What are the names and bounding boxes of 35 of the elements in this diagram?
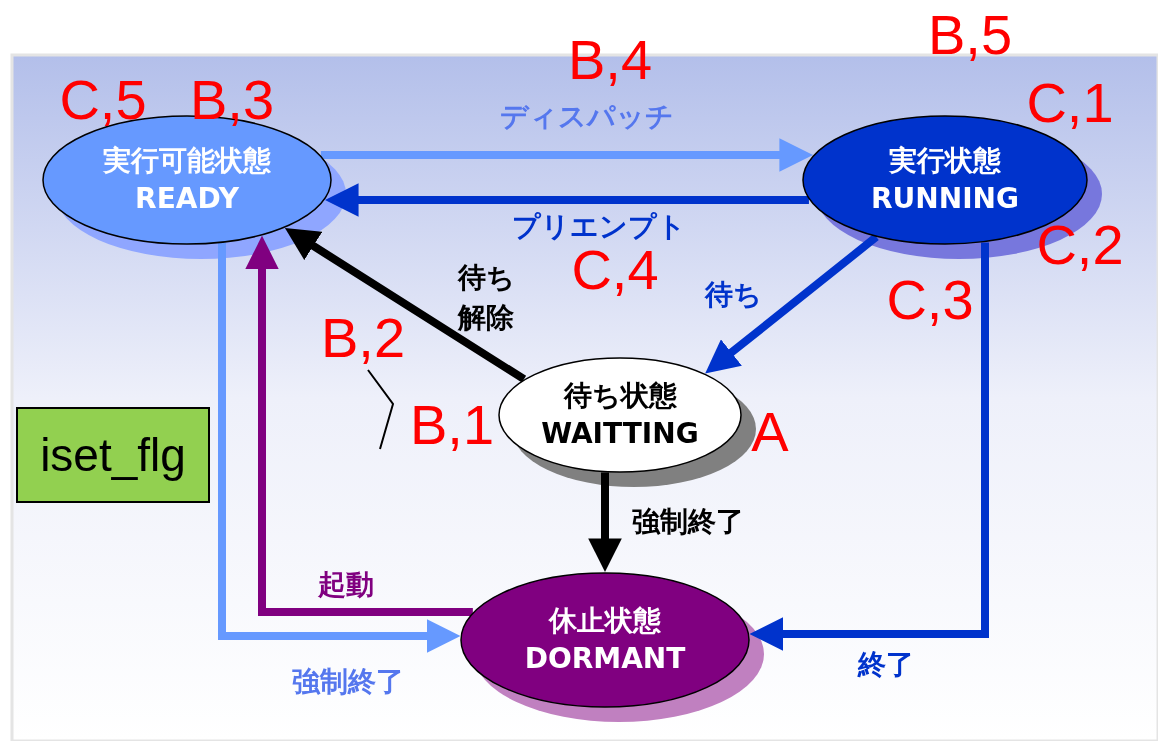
annotation-mark: C,2 [1036, 215, 1124, 275]
state-label: DORMANT [524, 641, 686, 677]
arrow [218, 243, 461, 653]
state-ellipse [498, 357, 742, 473]
state-name: 実行可能状態 [103, 143, 271, 179]
edge-label: 待ち [705, 278, 762, 312]
arrow [320, 138, 813, 172]
edge-label: 終了 [858, 648, 914, 682]
arrow [245, 235, 473, 616]
annotation-mark: B,4 [567, 30, 653, 90]
edge-label: 強制終了 [632, 505, 744, 539]
annotation-mark: A [751, 402, 789, 462]
flag-name: iset_flg [40, 428, 186, 483]
annotation-mark: B,1 [409, 395, 495, 455]
state-label: WAITTING [541, 416, 699, 452]
annotation-mark: C,1 [1026, 73, 1114, 133]
edge-label: ディスパッチ [500, 100, 674, 134]
state-name: 休止状態 [549, 603, 661, 639]
annotation-mark: C,5 [59, 70, 147, 130]
edge-label: 待ち解除 [458, 260, 516, 336]
arrow [324, 183, 809, 217]
edge-label: 起動 [318, 568, 374, 602]
arrow [588, 472, 622, 572]
flag-box [16, 407, 210, 503]
state-name: 待ち状態 [563, 378, 677, 414]
arrow [749, 242, 989, 651]
annotation-mark: B,5 [927, 5, 1013, 65]
edge-label: 強制終了 [292, 665, 404, 699]
annotation-mark: B,3 [189, 70, 275, 130]
state-name: 実行状態 [889, 143, 1001, 179]
state-ellipse [460, 572, 750, 708]
annotation-mark: B,2 [320, 308, 406, 368]
annotation-mark: C,3 [886, 270, 974, 330]
state-label: READY [135, 181, 239, 217]
state-label: RUNNING [871, 181, 1019, 217]
